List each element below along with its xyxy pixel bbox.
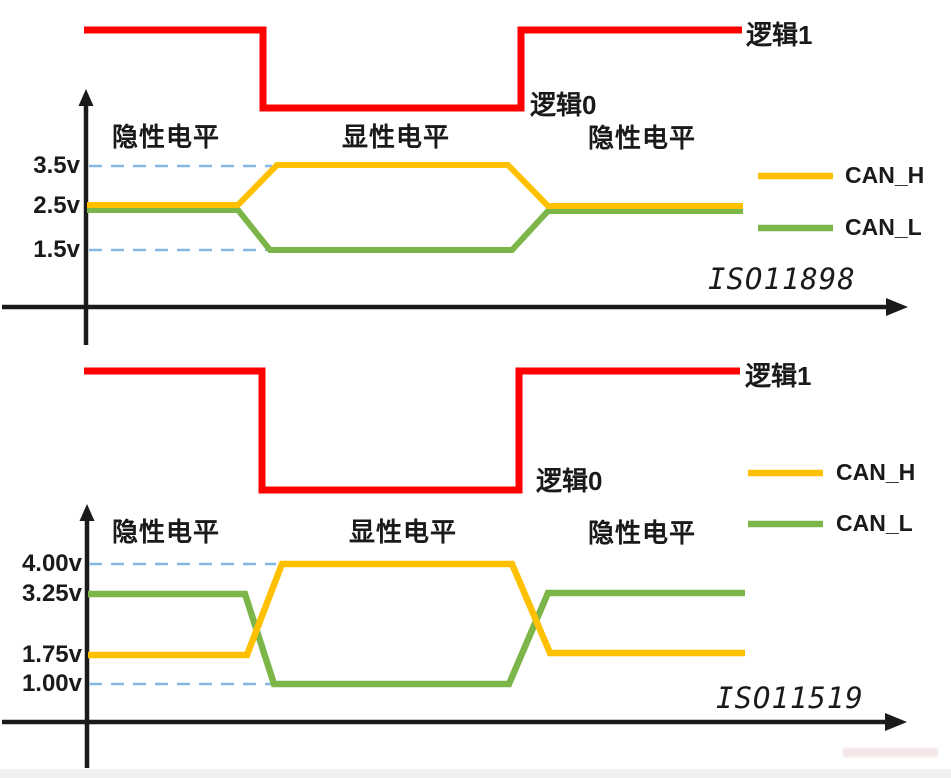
- top-can-l-waveform: [87, 207, 743, 253]
- bottom-y-axis-arrow-icon: [79, 504, 95, 521]
- bottom-voltage-3v25: 3.25v: [21, 580, 82, 607]
- top-region-recessive-1: 隐性电平: [112, 122, 221, 152]
- top-voltage-2v5: 2.5v: [33, 192, 80, 219]
- watermark: [843, 748, 938, 757]
- top-voltage-3v5: 3.5v: [33, 152, 80, 179]
- bottom-legend-can-h-label: CAN_H: [836, 459, 916, 485]
- bottom-voltage-1v75: 1.75v: [21, 641, 82, 668]
- bottom-standard-label: ISO11519: [716, 681, 864, 715]
- bottom-x-axis-arrow-icon: [885, 713, 907, 731]
- bottom-edge-strip: [0, 769, 951, 778]
- bottom-region-recessive-1: 隐性电平: [112, 517, 221, 547]
- top-logic-waveform: [84, 26, 742, 112]
- bottom-region-recessive-2: 隐性电平: [588, 518, 697, 548]
- bottom-can-l-waveform: [88, 589, 745, 688]
- top-logic0-label: 逻辑0: [530, 90, 597, 120]
- bottom-voltage-1v00: 1.00v: [21, 670, 82, 697]
- bottom-logic1-label: 逻辑1: [745, 361, 812, 391]
- top-region-recessive-2: 隐性电平: [588, 123, 697, 153]
- top-logic1-label: 逻辑1: [746, 20, 813, 50]
- top-standard-label: ISO11898: [708, 262, 856, 296]
- top-y-axis-arrow-icon: [78, 89, 94, 106]
- bottom-region-dominant: 显性电平: [349, 517, 458, 547]
- top-can-h-waveform: [87, 162, 743, 209]
- bottom-voltage-4v00: 4.00v: [21, 550, 82, 577]
- bottom-can-h-waveform: [88, 560, 745, 659]
- top-region-dominant: 显性电平: [342, 122, 451, 152]
- top-voltage-1v5: 1.5v: [33, 236, 80, 263]
- top-legend-can-l-label: CAN_L: [845, 214, 922, 240]
- bottom-logic-waveform: [84, 367, 740, 494]
- bottom-logic0-label: 逻辑0: [536, 466, 603, 496]
- top-x-axis-arrow-icon: [886, 298, 908, 316]
- top-legend-can-h-label: CAN_H: [845, 162, 925, 188]
- bottom-legend-can-l-label: CAN_L: [836, 510, 913, 536]
